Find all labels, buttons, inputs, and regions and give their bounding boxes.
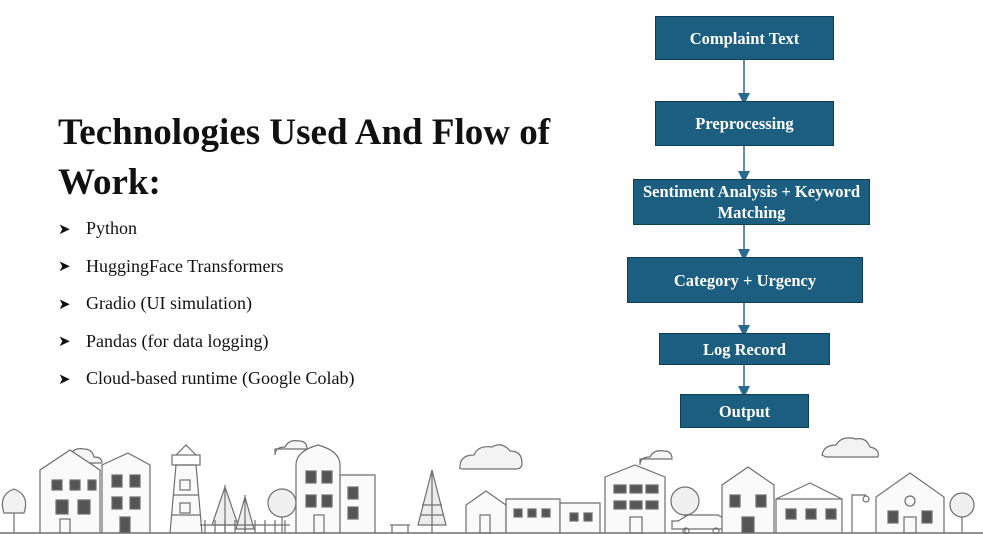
arrow-bullet-icon: ➤ <box>58 332 71 351</box>
technology-label: Python <box>86 218 138 239</box>
technology-label: Pandas (for data logging) <box>86 330 269 351</box>
flow-step-output: Output <box>680 394 809 428</box>
town-skyline-illustration <box>0 437 983 534</box>
slide-title: Technologies Used And Flow of Work: <box>58 112 551 203</box>
flow-step-preprocessing: Preprocessing <box>655 101 834 146</box>
flow-step-sentiment-analysis: Sentiment Analysis + Keyword Matching <box>633 179 870 225</box>
list-item: ➤ Gradio (UI simulation) <box>58 285 354 323</box>
list-item: ➤ Cloud-based runtime (Google Colab) <box>58 360 354 398</box>
arrow-bullet-icon: ➤ <box>58 219 71 238</box>
list-item: ➤ HuggingFace Transformers <box>58 248 354 286</box>
list-item: ➤ Pandas (for data logging) <box>58 323 354 361</box>
technology-label: Cloud-based runtime (Google Colab) <box>86 368 355 389</box>
flow-step-complaint-text: Complaint Text <box>655 16 834 60</box>
flow-step-log-record: Log Record <box>659 333 830 365</box>
arrow-bullet-icon: ➤ <box>58 369 71 388</box>
list-item: ➤ Python <box>58 210 354 248</box>
technology-list: ➤ Python ➤ HuggingFace Transformers ➤ Gradi… <box>58 210 354 398</box>
arrow-bullet-icon: ➤ <box>58 257 71 276</box>
technology-label: HuggingFace Transformers <box>86 255 284 276</box>
technology-label: Gradio (UI simulation) <box>86 293 252 314</box>
flow-step-category-urgency: Category + Urgency <box>627 257 863 303</box>
arrow-bullet-icon: ➤ <box>58 294 71 313</box>
